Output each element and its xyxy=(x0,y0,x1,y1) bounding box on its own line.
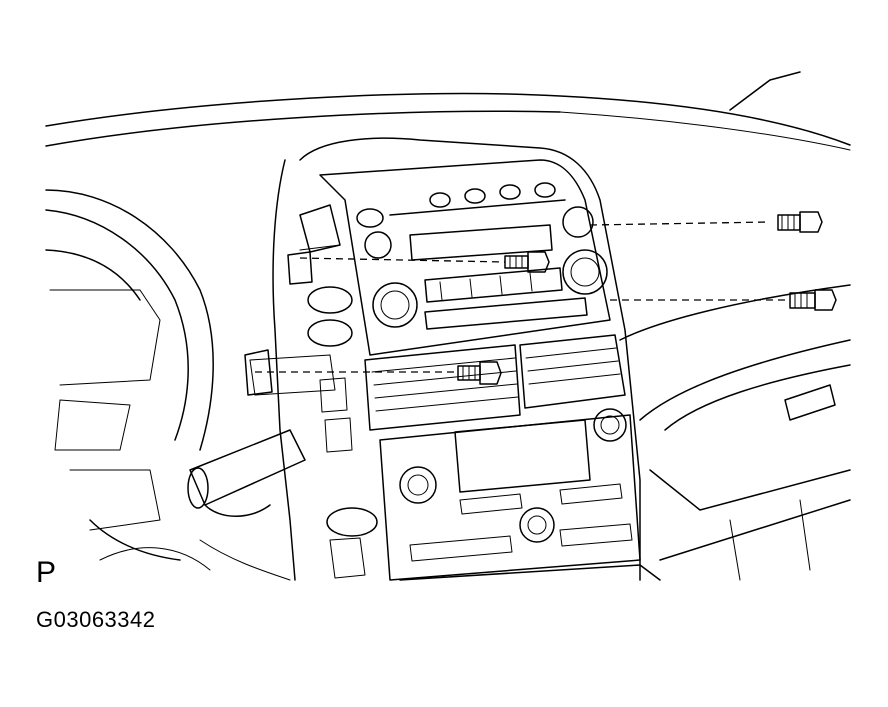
climate-control-panel xyxy=(379,408,641,581)
view-letter-label: P xyxy=(36,556,57,589)
passenger-dash-glove-box xyxy=(619,284,851,581)
figure-code-label: G03063342 xyxy=(36,607,156,632)
center-stack-bezel xyxy=(249,137,641,581)
steering-wheel-outline xyxy=(45,189,214,561)
steering-column xyxy=(187,429,306,517)
center-air-vents xyxy=(364,334,626,431)
bolt-middle-right xyxy=(610,289,837,311)
bolt-upper-right xyxy=(589,211,823,233)
lower-console xyxy=(99,539,661,581)
audio-unit xyxy=(356,182,608,330)
mounting-brackets xyxy=(244,204,378,579)
dash-top-outline xyxy=(45,71,851,151)
bolt-lower-left xyxy=(255,361,502,385)
bolt-center-audio xyxy=(299,251,550,273)
